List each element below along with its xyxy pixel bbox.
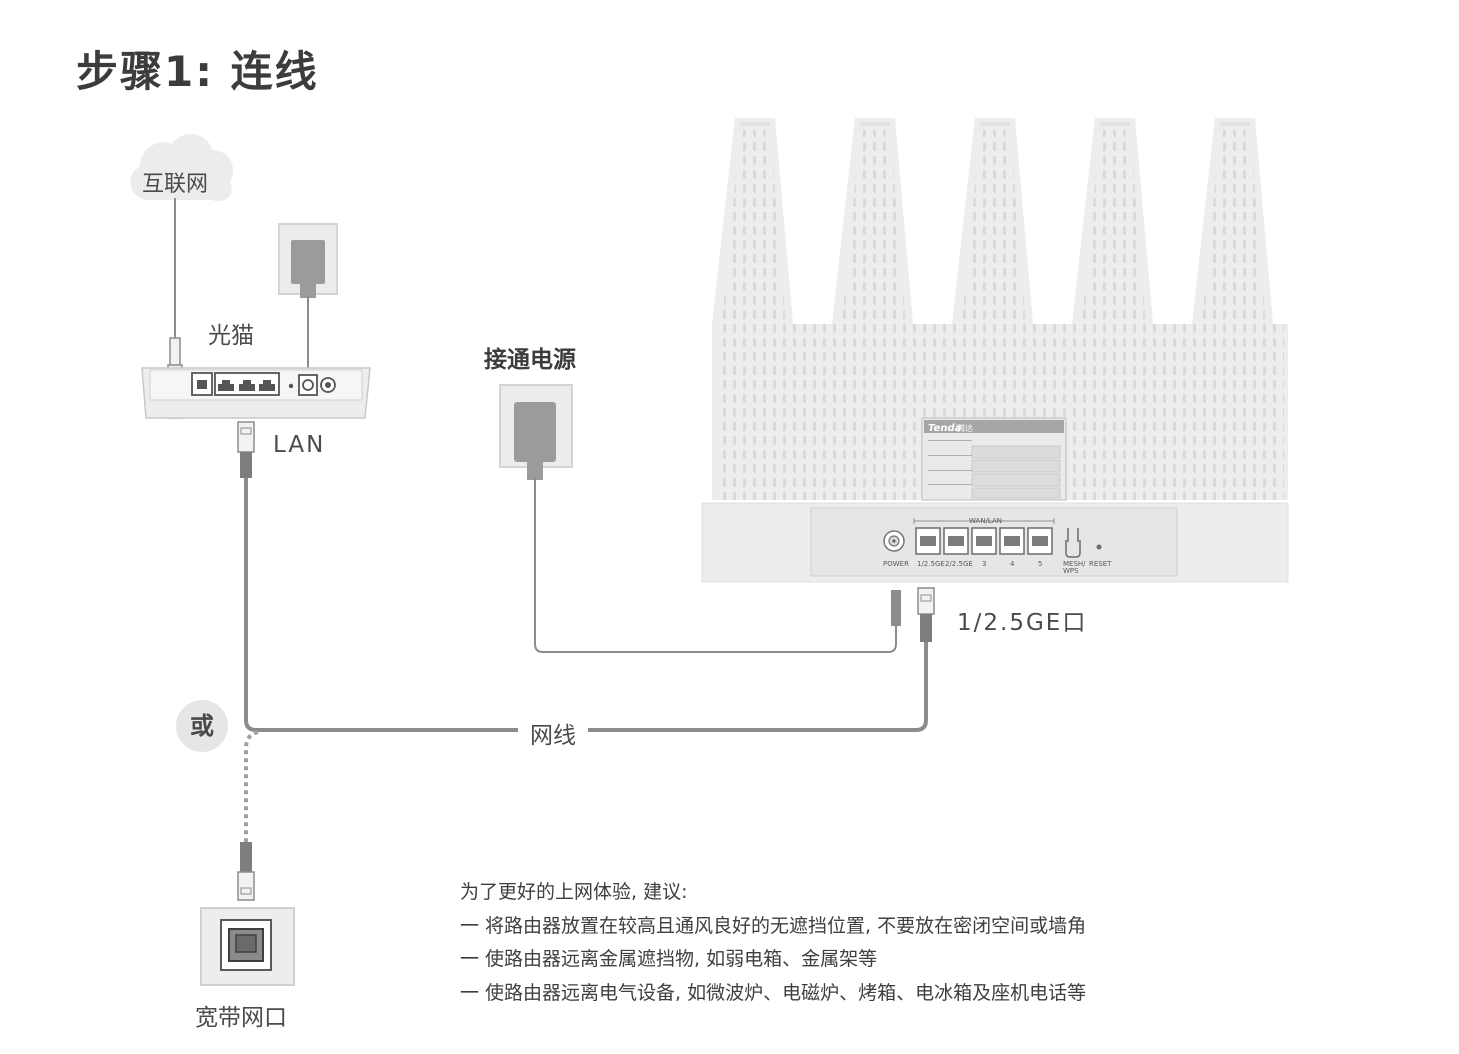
page-title: 步骤1: 连线: [76, 47, 319, 96]
tip-item: 一 使路由器远离电气设备, 如微波炉、电磁炉、烤箱、电冰箱及座机电话等: [460, 981, 1087, 1004]
router-wan-lan-label: WAN/LAN: [969, 517, 1002, 525]
router-power-label: POWER: [883, 560, 909, 568]
network-cable: [244, 478, 928, 732]
router-port-label: 5: [1038, 560, 1042, 568]
modem-power-adapter: [278, 223, 338, 298]
router-lan-connector: [917, 587, 935, 642]
tip-item: 一 将路由器放置在较高且通风良好的无遮挡位置, 不要放在密闭空间或墙角: [460, 914, 1087, 937]
router-wps-label: WPS: [1063, 567, 1079, 575]
reset-hole: [1096, 544, 1102, 550]
lan-label: LAN: [273, 432, 326, 458]
router-reset-label: RESET: [1089, 560, 1112, 568]
cable-label: 网线: [530, 723, 576, 749]
wall-port-connector: [237, 842, 255, 901]
svg-text:腾达: 腾达: [957, 423, 973, 433]
router: Tenda 腾达 WAN/LAN: [701, 118, 1289, 583]
power-plug: [891, 590, 901, 626]
wall-socket: [200, 907, 295, 986]
router-port-label: 2/2.5GE: [945, 560, 973, 568]
tip-item: 一 使路由器远离金属遮挡物, 如弱电箱、金属架等: [460, 948, 878, 970]
power-connect-label: 接通电源: [484, 347, 576, 373]
wall-port-label: 宽带网口: [195, 1005, 287, 1031]
optical-modem: [141, 367, 371, 419]
router-port-label: 4: [1010, 560, 1015, 568]
modem-label: 光猫: [208, 323, 254, 349]
tips-heading: 为了更好的上网体验, 建议:: [460, 881, 688, 903]
alternative-cable: [244, 730, 259, 842]
router-power-cable: [534, 478, 897, 653]
router-power-adapter: [499, 384, 573, 480]
router-mesh-label: MESH/: [1063, 560, 1086, 568]
router-port-label: 3: [982, 560, 986, 568]
mesh-wps-button: [1065, 540, 1081, 558]
internet-cloud: [130, 133, 234, 202]
lan-connector: [237, 421, 255, 478]
router-port-label: 1/2.5GE: [917, 560, 945, 568]
port-label: 1/2.5GE口: [957, 610, 1088, 636]
placement-tips: 为了更好的上网体验, 建议: 一 将路由器放置在较高且通风良好的无遮挡位置, 不…: [460, 876, 1086, 1010]
router-brand: Tenda 腾达: [928, 423, 973, 434]
svg-text:Tenda: Tenda: [928, 423, 962, 434]
or-badge: 或: [176, 700, 228, 752]
internet-label: 互联网: [142, 172, 209, 197]
router-ethernet-ports: [915, 527, 1053, 555]
